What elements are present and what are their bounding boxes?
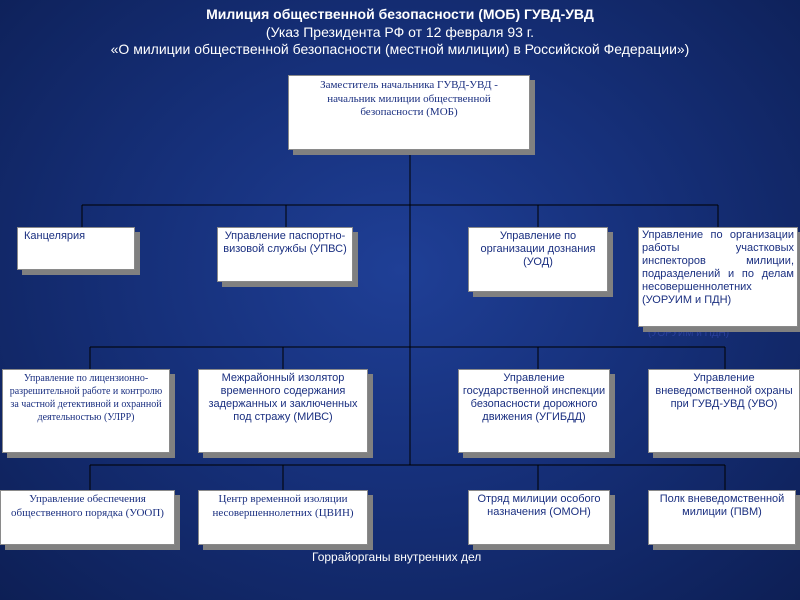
node-pvm: Полк вневедомственной милиции (ПВМ) (648, 490, 796, 545)
node-uorum: Управление по организации работы участко… (638, 227, 798, 327)
ghost-label: (УОРУИМ и ПДН) (648, 328, 730, 339)
node-head: Заместитель начальника ГУВД-УВД - началь… (288, 75, 530, 150)
diagram-title: Милиция общественной безопасности (МОБ) … (206, 6, 594, 22)
node-omon: Отряд милиции особого назначения (ОМОН) (468, 490, 610, 545)
node-uod: Управление по организации дознания (УОД) (468, 227, 608, 292)
node-uoop: Управление обеспечения общественного пор… (0, 490, 175, 545)
node-kantselyariya: Канцелярия (17, 227, 135, 270)
node-uvo: Управление вневедомственной охраны при Г… (648, 369, 800, 453)
node-ulrr: Управление по лицензионно-разрешительной… (2, 369, 170, 453)
diagram-subtitle: (Указ Президента РФ от 12 февраля 93 г. (265, 24, 535, 40)
node-mivs: Межрайонный изолятор временного содержан… (198, 369, 368, 453)
footnote: Горрайорганы внутренних дел (312, 550, 482, 564)
node-upvs: Управление паспортно-визовой службы (УПВ… (217, 227, 353, 282)
node-tsvin: Центр временной изоляции несовершеннолет… (198, 490, 368, 545)
diagram-decree: «О милиции общественной безопасности (ме… (110, 41, 690, 57)
node-ugibdd: Управление государственной инспекции без… (458, 369, 610, 453)
